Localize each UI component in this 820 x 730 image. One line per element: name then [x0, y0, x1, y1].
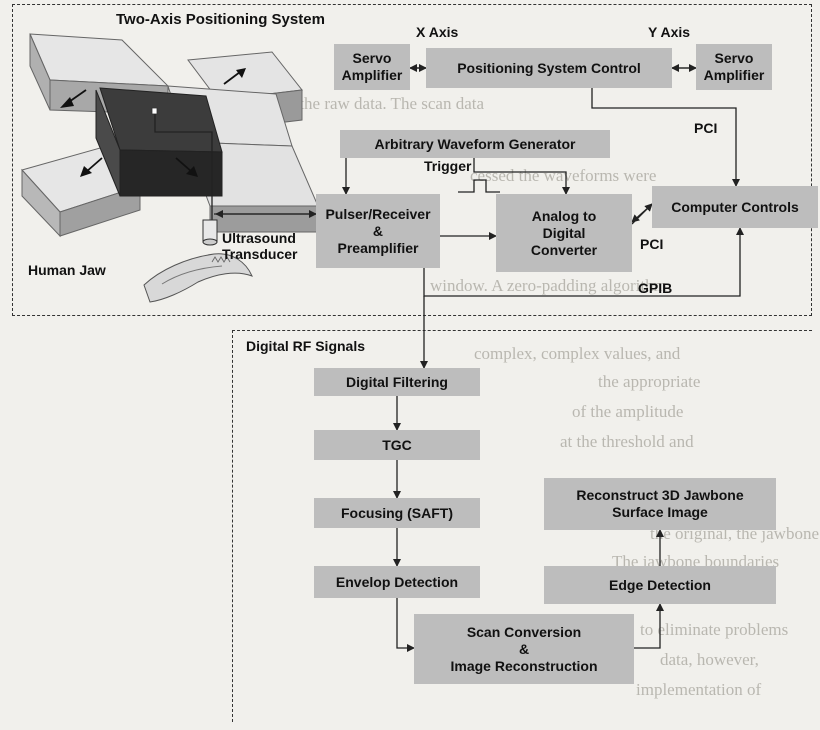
pci-label-top: PCI	[694, 120, 718, 136]
top-section-title: Two-Axis Positioning System	[116, 11, 325, 28]
y-axis-label: Y Axis	[648, 24, 691, 40]
gpib-label: GPIB	[638, 280, 673, 296]
background-text: of the amplitude	[572, 402, 684, 421]
bottom-section-title: Digital RF Signals	[246, 338, 366, 354]
background-text: complex, complex values, and	[474, 344, 681, 363]
envelop-detection-block: Envelop Detection	[314, 566, 480, 598]
signal-processing-frame	[232, 330, 812, 722]
background-text: data, however,	[660, 650, 759, 669]
positioning-system-frame	[12, 4, 812, 316]
edge-detection-block: Edge Detection	[544, 566, 776, 604]
positioning-control-block: Positioning System Control	[426, 48, 672, 88]
background-text: at the threshold and	[560, 432, 694, 451]
servo-amplifier-right-block: Servo Amplifier	[696, 44, 772, 90]
pulser-receiver-block: Pulser/Receiver & Preamplifier	[316, 194, 440, 268]
transducer-label: Ultrasound Transducer	[222, 230, 298, 262]
background-text: from the raw data. The scan data	[262, 94, 485, 113]
adc-block: Analog to Digital Converter	[496, 194, 632, 272]
computer-controls-block: Computer Controls	[652, 186, 818, 228]
focusing-block: Focusing (SAFT)	[314, 498, 480, 528]
background-text: the appropriate	[598, 372, 701, 391]
tgc-block: TGC	[314, 430, 480, 460]
digital-filtering-block: Digital Filtering	[314, 368, 480, 396]
x-axis-label: X Axis	[416, 24, 459, 40]
background-text: implementation of	[636, 680, 762, 699]
servo-amplifier-left-block: Servo Amplifier	[334, 44, 410, 90]
background-text: window. A zero-padding algorithm	[430, 276, 667, 295]
background-text: to eliminate problems	[640, 620, 789, 639]
reconstruct-3d-block: Reconstruct 3D Jawbone Surface Image	[544, 478, 776, 530]
scan-conversion-block: Scan Conversion & Image Reconstruction	[414, 614, 634, 684]
trigger-label: Trigger	[424, 158, 472, 174]
human-jaw-label: Human Jaw	[28, 262, 106, 278]
background-text: cessed the waveforms were	[470, 166, 657, 185]
waveform-generator-block: Arbitrary Waveform Generator	[340, 130, 610, 158]
pci-label-mid: PCI	[640, 236, 664, 252]
